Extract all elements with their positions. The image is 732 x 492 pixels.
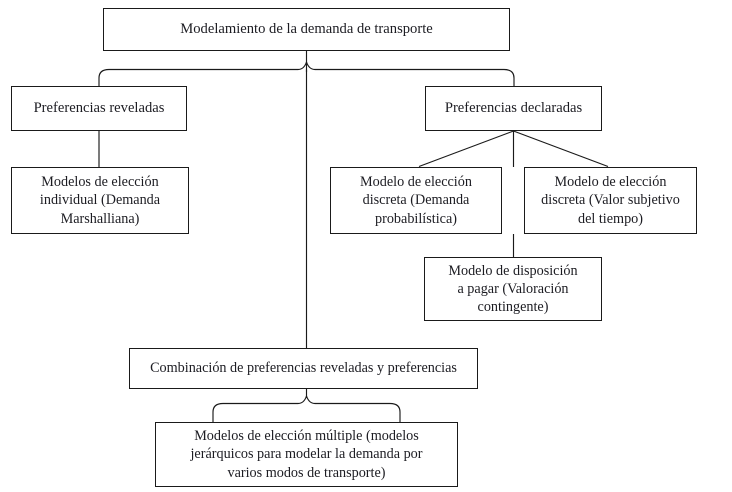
connector-stated-left-diagonal (418, 130, 514, 168)
node-willingness-to-pay[interactable]: Modelo de disposición a pagar (Valoració… (424, 257, 602, 321)
node-discrete-choice-probabilistic[interactable]: Modelo de elección discreta (Demanda pro… (330, 167, 502, 234)
connector-stated-right-diagonal (513, 130, 609, 168)
node-multiple-choice[interactable]: Modelos de elección múltiple (modelos je… (155, 422, 458, 487)
node-root[interactable]: Modelamiento de la demanda de transporte (103, 8, 510, 51)
node-combination[interactable]: Combinación de preferencias reveladas y … (129, 348, 478, 389)
node-revealed-preferences-label: Preferencias reveladas (33, 100, 165, 117)
node-combination-label: Combinación de preferencias reveladas y … (150, 360, 457, 377)
node-individual-choice-label: Modelos de elección individual (Demanda … (39, 174, 161, 227)
connector-root-brace (98, 60, 515, 86)
node-stated-preferences-label: Preferencias declaradas (444, 100, 583, 117)
node-stated-preferences[interactable]: Preferencias declaradas (425, 86, 602, 131)
node-individual-choice[interactable]: Modelos de elección individual (Demanda … (11, 167, 189, 234)
node-revealed-preferences[interactable]: Preferencias reveladas (11, 86, 187, 131)
connector-combination-brace (212, 394, 401, 422)
node-willingness-to-pay-label: Modelo de disposición a pagar (Valoració… (448, 262, 578, 316)
node-root-label: Modelamiento de la demanda de transporte (180, 21, 433, 38)
node-multiple-choice-label: Modelos de elección múltiple (modelos je… (190, 428, 423, 481)
node-discrete-choice-probabilistic-label: Modelo de elección discreta (Demanda pro… (360, 174, 472, 227)
node-discrete-choice-subjective-value-label: Modelo de elección discreta (Valor subje… (541, 174, 680, 227)
node-discrete-choice-subjective-value[interactable]: Modelo de elección discreta (Valor subje… (524, 167, 697, 234)
